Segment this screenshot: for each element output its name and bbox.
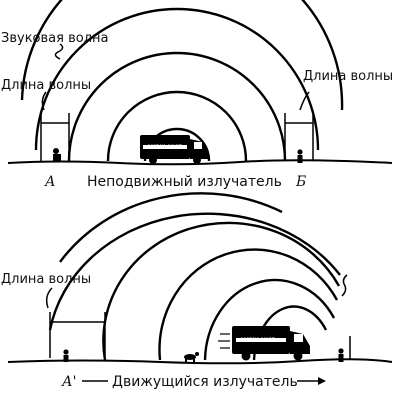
- bottom-ground: [7, 358, 393, 365]
- caption-arrow: [297, 377, 326, 385]
- bottom-wavelength-left-label: Длина волны: [1, 272, 91, 287]
- sound-wave-pointer: [54, 43, 64, 60]
- point-a-prime-label: А': [61, 374, 76, 390]
- top-wave-2: [106, 90, 248, 162]
- top-wavelength-marks: [40, 43, 314, 161]
- bottom-right-scribble: [341, 274, 348, 297]
- bottom-panel: AMBULANCE Длина волны А' Движущийся излу…: [1, 192, 393, 390]
- top-wavefronts: [20, 0, 344, 162]
- stationary-emitter-caption: Неподвижный излучатель: [87, 174, 282, 190]
- motion-lines: [218, 333, 230, 349]
- top-van-text: AMBULANCE: [147, 145, 183, 151]
- bottom-wave-2: [203, 278, 336, 361]
- bottom-ambulance: AMBULANCE: [218, 326, 310, 361]
- top-right-pointer: [299, 91, 310, 111]
- top-ground: [7, 159, 393, 166]
- top-wave-5: [20, 0, 344, 111]
- sound-wave-label: Звуковая волна: [1, 31, 108, 46]
- point-b-label: Б: [295, 174, 306, 190]
- top-wavelength-right-label: Длина волны: [303, 69, 393, 84]
- bottom-wave-6: [59, 192, 283, 263]
- point-a-label: А: [44, 174, 56, 190]
- bottom-wavelength-marks: [45, 274, 351, 360]
- bottom-wavefronts: [48, 192, 341, 361]
- top-ambulance: AMBULANCE: [140, 135, 209, 164]
- bottom-wave-3: [158, 248, 339, 361]
- bottom-wave-4: [102, 221, 341, 361]
- top-wave-4: [34, 7, 320, 151]
- top-panel: AMBULANCE Звуковая волна Длина волны Дли…: [1, 0, 393, 190]
- top-listener-b: [297, 149, 303, 163]
- moving-emitter-caption: Движущийся излучатель: [112, 374, 298, 390]
- bottom-dog: [184, 352, 199, 362]
- top-left-pointer: [41, 91, 47, 111]
- bottom-listener-a: [63, 349, 69, 362]
- top-listener-a: [53, 148, 61, 162]
- bottom-wave-5: [48, 212, 341, 331]
- top-wavelength-left-label: Длина волны: [1, 78, 91, 93]
- bottom-left-pointer: [45, 287, 53, 309]
- bottom-listener-b: [338, 348, 344, 362]
- bottom-van-text: AMBULANCE: [240, 338, 276, 344]
- top-wave-3: [67, 51, 287, 162]
